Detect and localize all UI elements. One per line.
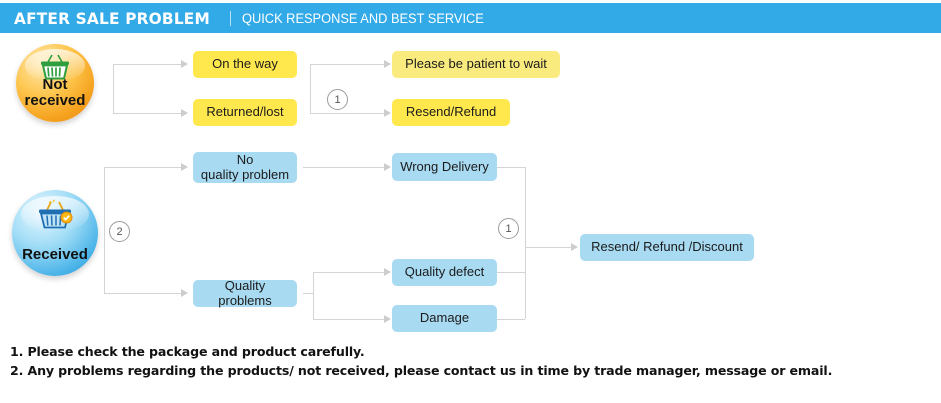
connector-quality-stub xyxy=(303,293,313,294)
flow-box-quality-defect[interactable]: Quality defect xyxy=(392,259,497,286)
flow-box-line-2: quality problem xyxy=(200,166,290,182)
arrowhead-resend-refund xyxy=(384,109,391,117)
connector-to-damage xyxy=(313,319,384,320)
connector-top-wait xyxy=(310,64,384,65)
flow-box-wrong-delivery[interactable]: Wrong Delivery xyxy=(392,153,497,181)
shopping-basket-icon xyxy=(35,53,75,88)
connector-quality-split xyxy=(313,272,314,319)
arrowhead-please-wait xyxy=(384,60,391,68)
arrowhead-final xyxy=(571,243,578,251)
flow-box-please-be-patient[interactable]: Please be patient to wait xyxy=(392,51,560,78)
connector-top-bracket xyxy=(310,64,311,113)
marker-circle-1-top: 1 xyxy=(327,89,348,110)
arrowhead-on-the-way xyxy=(181,60,188,68)
arrowhead-quality-defect xyxy=(384,268,391,276)
connector-to-wrong-delivery xyxy=(303,167,384,168)
marker-circle-2: 2 xyxy=(109,221,130,242)
badge-not-received: Not received xyxy=(16,44,94,122)
connector-merge-wrong-delivery xyxy=(497,167,525,168)
connector-received-bottom xyxy=(104,293,181,294)
flow-box-no-quality-problem[interactable]: No quality problem xyxy=(193,152,297,183)
header-divider xyxy=(230,10,232,26)
badge-received: Received xyxy=(12,190,98,276)
header-subtitle: QUICK RESPONSE AND BEST SERVICE xyxy=(242,10,484,26)
flow-box-damage[interactable]: Damage xyxy=(392,305,497,332)
arrowhead-quality-problems xyxy=(181,289,188,297)
flow-box-resend-refund-discount[interactable]: Resend/ Refund /Discount xyxy=(580,234,754,261)
top-edge-strip xyxy=(0,0,941,3)
flow-box-quality-problems[interactable]: Quality problems xyxy=(193,278,297,307)
connector-to-final xyxy=(525,247,571,248)
connector-to-quality-defect xyxy=(313,272,384,273)
connector-merge-damage xyxy=(497,319,525,320)
connector-received-top xyxy=(104,167,181,168)
page-title: AFTER SALE PROBLEM xyxy=(14,8,210,28)
flow-box-line-1: No xyxy=(236,151,254,167)
notes-section: 1. Please check the package and product … xyxy=(10,342,890,380)
arrowhead-wrong-delivery xyxy=(384,163,391,171)
connector-not-received-top xyxy=(113,64,181,65)
connector-top-resend xyxy=(310,113,384,114)
arrowhead-returned-lost xyxy=(181,109,188,117)
connector-not-received-trunk xyxy=(113,64,114,113)
marker-circle-1-bottom: 1 xyxy=(498,218,519,239)
arrowhead-damage xyxy=(384,315,391,323)
header-bar: AFTER SALE PROBLEM QUICK RESPONSE AND BE… xyxy=(0,3,941,33)
shopping-basket-icon xyxy=(32,199,78,238)
flow-box-resend-refund[interactable]: Resend/Refund xyxy=(392,99,510,126)
arrowhead-no-quality-problem xyxy=(181,163,188,171)
note-line-2: 2. Any problems regarding the products/ … xyxy=(10,363,833,378)
connector-received-trunk xyxy=(104,167,105,293)
note-line-1: 1. Please check the package and product … xyxy=(10,344,365,359)
connector-merge-quality-defect xyxy=(497,272,525,273)
badge-label: Received xyxy=(22,245,88,263)
flow-box-returned-lost[interactable]: Returned/lost xyxy=(193,99,297,126)
flow-box-on-the-way[interactable]: On the way xyxy=(193,51,297,78)
connector-not-received-bottom xyxy=(113,113,181,114)
connector-merge-spine xyxy=(525,167,526,319)
